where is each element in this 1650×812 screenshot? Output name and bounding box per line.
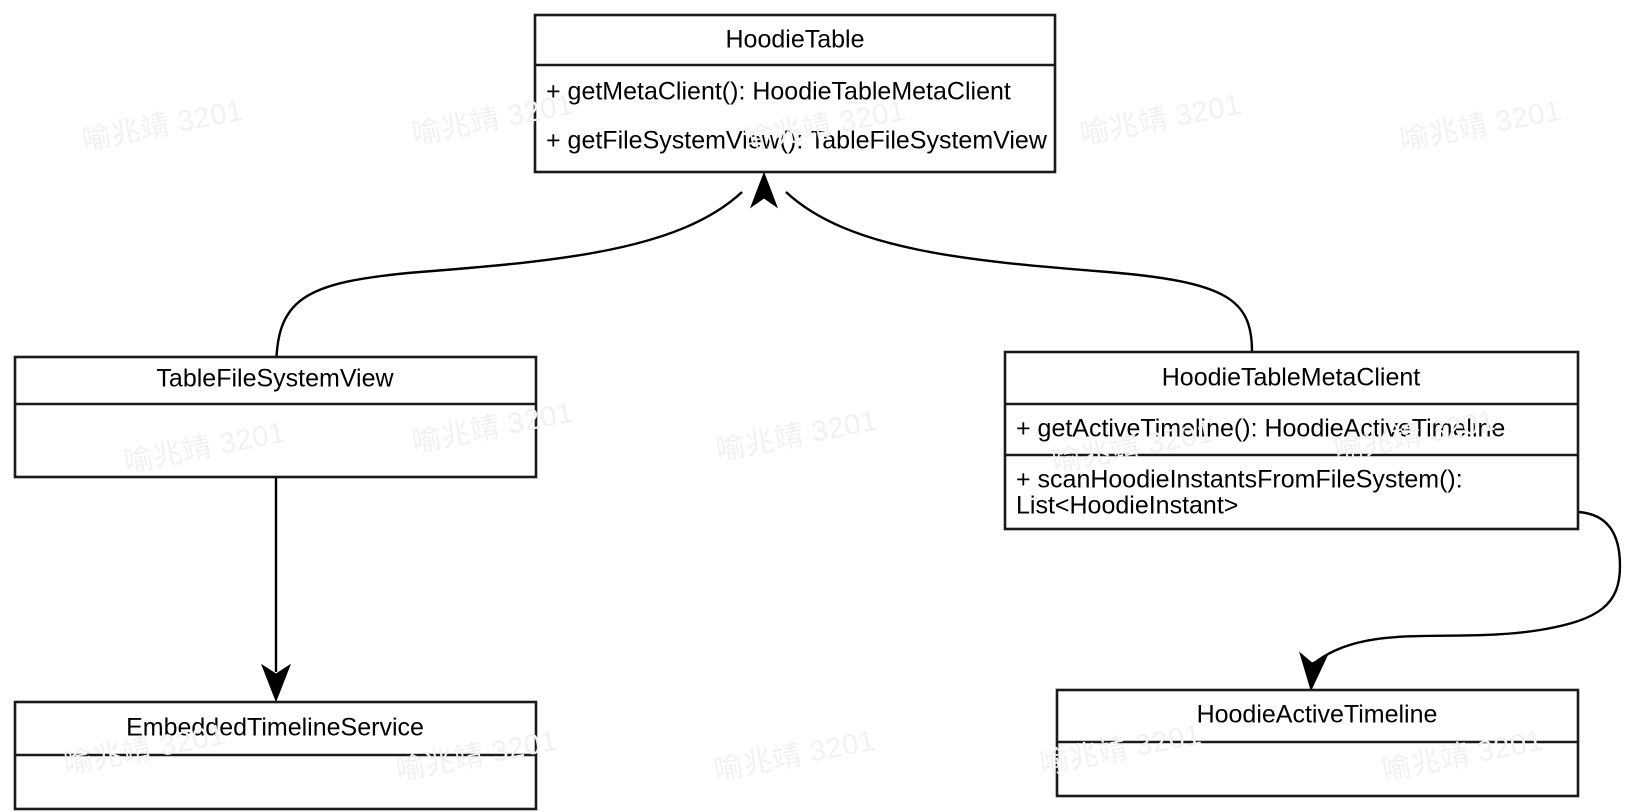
class-box-hoodietable[interactable]: HoodieTable + getMetaClient(): HoodieTab… xyxy=(533,13,1057,174)
class-box-tablefilesystemview[interactable]: TableFileSystemView xyxy=(13,355,538,479)
class-box-hoodieactivetimeline[interactable]: HoodieActiveTimeline xyxy=(1055,688,1580,798)
edge-hoodietablemetaclient-to-hoodietable xyxy=(785,191,1254,353)
edge-tablefilesystemview-to-embeddedtimelineservice xyxy=(260,478,292,703)
arrowhead-into-hoodietable xyxy=(749,171,779,209)
class-member-hoodietablemetaclient-0: + getActiveTimeline(): HoodieActiveTimel… xyxy=(1016,415,1505,443)
class-title-hoodietablemetaclient: HoodieTableMetaClient xyxy=(1162,364,1421,392)
class-member-hoodietable-0: + getMetaClient(): HoodieTableMetaClient xyxy=(546,78,1011,106)
class-title-tablefilesystemview: TableFileSystemView xyxy=(156,365,394,393)
class-box-embeddedtimelineservice[interactable]: EmbeddedTimelineService xyxy=(13,700,538,811)
class-title-hoodieactivetimeline: HoodieActiveTimeline xyxy=(1197,701,1438,729)
relationship-edges xyxy=(260,171,1622,703)
class-title-hoodietable: HoodieTable xyxy=(726,26,865,54)
edge-hoodietablemetaclient-to-hoodieactivetimeline xyxy=(1299,510,1622,692)
class-member-hoodietablemetaclient-1: + scanHoodieInstantsFromFileSystem(): xyxy=(1016,466,1463,494)
class-member-hoodietable-1: + getFileSystemView(): TableFileSystemVi… xyxy=(546,127,1048,155)
class-title-embeddedtimelineservice: EmbeddedTimelineService xyxy=(126,714,424,742)
edge-tablefilesystemview-to-hoodietable xyxy=(274,191,743,373)
class-box-hoodietablemetaclient[interactable]: HoodieTableMetaClient + getActiveTimelin… xyxy=(1003,350,1580,531)
class-member-hoodietablemetaclient-2: List<HoodieInstant> xyxy=(1016,492,1238,520)
